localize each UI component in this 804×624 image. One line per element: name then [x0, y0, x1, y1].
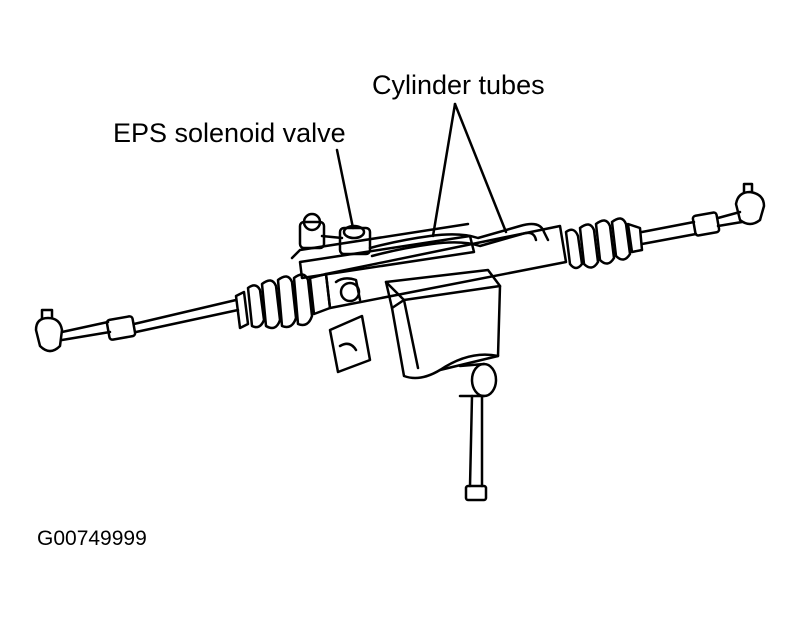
leader-cylinder-right	[453, 102, 508, 234]
bench-vise	[328, 268, 502, 502]
left-tie-rod-end	[34, 298, 240, 353]
eps-solenoid-valve	[298, 212, 372, 256]
right-tie-rod-end	[640, 182, 766, 246]
right-bellows-boot	[564, 217, 644, 270]
leader-lines	[335, 102, 508, 238]
label-cylinder-tubes: Cylinder tubes	[372, 70, 545, 100]
cylinder-tubes	[368, 222, 550, 258]
left-bellows-boot	[234, 272, 332, 330]
figure-id: G00749999	[37, 527, 147, 550]
label-eps-solenoid-valve: EPS solenoid valve	[113, 118, 346, 148]
leader-cylinder-left	[431, 102, 457, 238]
rack-housing	[290, 222, 568, 310]
leader-eps	[335, 148, 355, 230]
